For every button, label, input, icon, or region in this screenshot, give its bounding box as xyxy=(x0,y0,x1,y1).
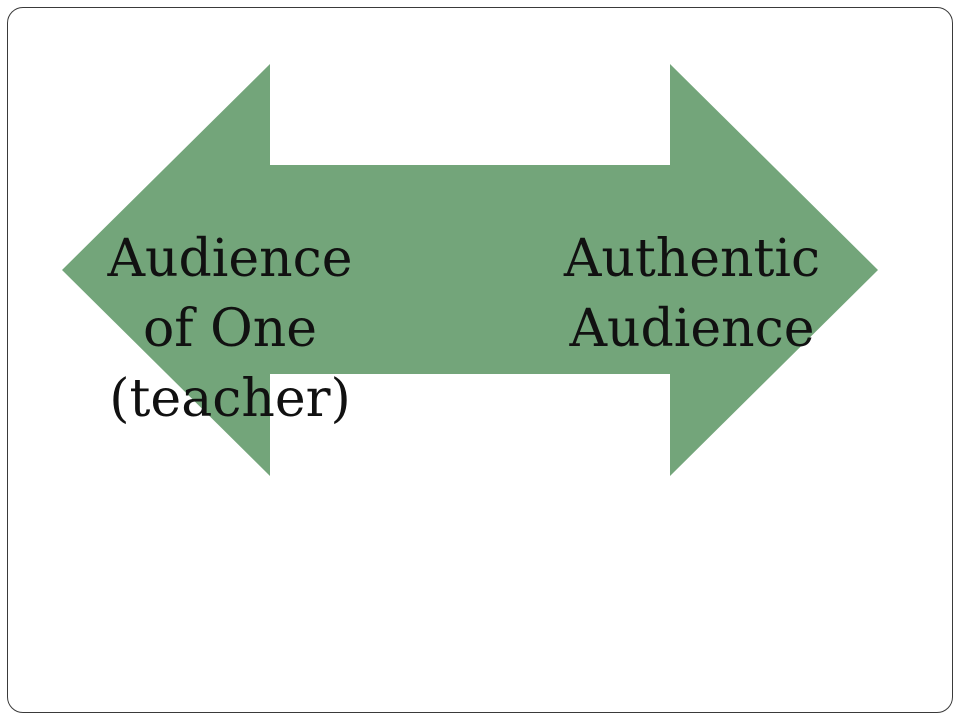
right-label-line-2: Audience xyxy=(568,299,814,359)
left-label-line-1: Audience xyxy=(106,229,352,289)
left-label-line-3: (teacher) xyxy=(109,369,351,429)
right-label: Authentic Audience xyxy=(563,229,820,359)
left-label-line-2: of One xyxy=(143,299,317,359)
double-headed-arrow xyxy=(62,64,878,476)
left-label: Audience of One (teacher) xyxy=(106,229,352,429)
right-label-line-1: Authentic xyxy=(563,229,820,289)
